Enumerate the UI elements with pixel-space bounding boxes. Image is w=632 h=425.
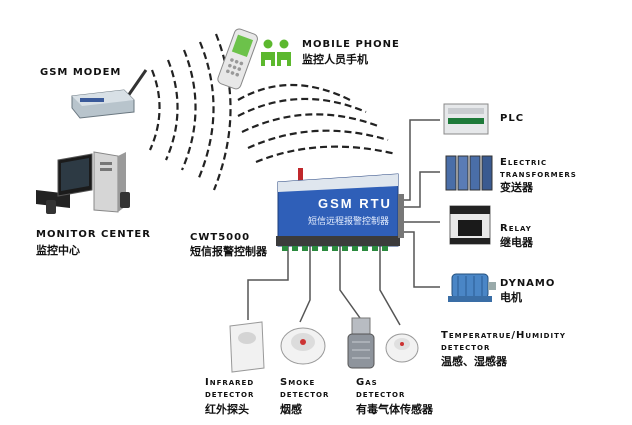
gas-label-line2: detector — [356, 389, 406, 400]
monitor-center-label: MONITOR CENTER — [36, 229, 151, 240]
dynamo-cn-label: 电机 — [500, 291, 522, 304]
smoke-label-line1: Smoke — [280, 377, 316, 388]
gas-label-line1: Gas — [356, 377, 378, 388]
monitor-center-image — [36, 151, 130, 214]
transformers-image — [445, 155, 493, 191]
plc-image — [443, 103, 489, 135]
relay-label: Relay — [500, 223, 532, 234]
plc-label: PLC — [500, 113, 525, 124]
infrared-detector-image — [229, 321, 265, 373]
connection-wires — [247, 119, 440, 326]
gsm-modem-image — [71, 69, 148, 119]
transformers-label-line2: transformers — [500, 169, 577, 180]
transformers-cn-label: 变送器 — [500, 181, 533, 194]
dynamo-label: DYNAMO — [500, 278, 556, 289]
temp-humidity-label-line1: Temperatrue/Humidity — [441, 330, 566, 341]
people-icon — [261, 39, 291, 66]
smoke-label-line2: detector — [280, 389, 330, 400]
gas-detector-image — [347, 317, 375, 369]
temp-humidity-label-line2: detector — [441, 342, 491, 353]
signal-waves — [148, 33, 397, 191]
mobile-phone-label: MOBILE PHONE — [302, 39, 400, 50]
monitor-center-cn-label: 监控中心 — [36, 244, 80, 257]
relay-cn-label: 继电器 — [500, 236, 533, 249]
rtu-model-label: CWT5000 — [190, 232, 251, 243]
rtu-panel-subtitle: 短信远程报警控制器 — [308, 217, 390, 227]
temp-humidity-detector-image — [385, 333, 419, 363]
dynamo-image — [448, 273, 496, 302]
smoke-cn-label: 烟感 — [280, 403, 302, 416]
rtu-panel-title: GSM RTU — [318, 196, 392, 211]
smoke-detector-image — [280, 327, 326, 365]
relay-image — [449, 205, 491, 245]
gsm-modem-label: GSM MODEM — [40, 67, 122, 78]
rtu-cn-label: 短信报警控制器 — [190, 245, 267, 258]
infrared-cn-label: 红外探头 — [205, 403, 249, 416]
transformers-label-line1: Electric — [500, 157, 548, 168]
mobile-phone-cn-label: 监控人员手机 — [302, 53, 368, 66]
infrared-label-line2: detector — [205, 389, 255, 400]
mobile-phone-image — [217, 28, 258, 90]
infrared-label-line1: Infrared — [205, 377, 255, 388]
gas-cn-label: 有毒气体传感器 — [356, 403, 433, 416]
temp-humidity-cn-label: 温感、湿感器 — [441, 355, 507, 368]
gsm-rtu-device — [276, 168, 404, 251]
